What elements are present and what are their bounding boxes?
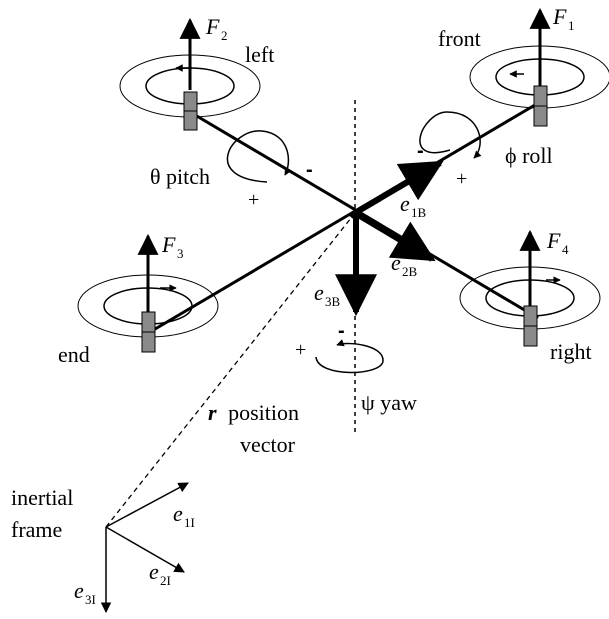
motor-front xyxy=(469,7,609,127)
inertial-frame-label-line2: frame xyxy=(11,517,62,542)
yaw-label: ψ yaw xyxy=(361,390,417,415)
left-motor-label: left xyxy=(245,42,274,67)
force-f1-subscript: 1 xyxy=(568,18,575,33)
right-motor-label: right xyxy=(550,339,592,364)
roll-plus-sign: + xyxy=(456,168,467,190)
e2I-subscript: 2I xyxy=(160,573,171,588)
arm-end-front xyxy=(149,100,541,334)
end-motor-label: end xyxy=(58,342,90,367)
e2I-axis-arrow xyxy=(105,526,185,573)
e1I-label: e xyxy=(173,501,183,526)
motor-end xyxy=(77,233,219,353)
vector-word: vector xyxy=(240,432,296,457)
e2B-subscript: 2B xyxy=(402,264,418,279)
force-f1-label: F xyxy=(552,4,567,29)
force-f4-label: F xyxy=(546,228,561,253)
pitch-plus-sign: + xyxy=(248,189,259,211)
position-vector-symbol: r xyxy=(208,400,217,425)
e3I-subscript: 3I xyxy=(85,592,96,607)
e1I-subscript: 1I xyxy=(184,515,195,530)
inertial-frame-label-line1: inertial xyxy=(11,485,73,510)
yaw-rotation-arrow xyxy=(315,339,384,374)
e1B-subscript: 1B xyxy=(411,205,427,220)
motor-right xyxy=(459,229,601,347)
force-f3-subscript: 3 xyxy=(177,246,184,261)
force-f3-label: F xyxy=(161,232,176,257)
pitch-rotation-arrow xyxy=(226,130,292,183)
front-motor-label: front xyxy=(438,26,481,51)
roll-rotation-arrow xyxy=(419,111,482,159)
e2B-axis-arrow xyxy=(353,210,436,262)
roll-minus-sign: - xyxy=(417,140,424,162)
force-f2-label: F xyxy=(205,14,220,39)
force-f2-subscript: 2 xyxy=(221,28,228,43)
yaw-plus-sign: + xyxy=(295,339,306,361)
force-f4-subscript: 4 xyxy=(562,242,569,257)
e1B-label: e xyxy=(400,191,410,216)
e2B-label: e xyxy=(391,250,401,275)
position-word: position xyxy=(228,400,299,425)
e1B-axis-arrow xyxy=(353,160,444,216)
yaw-minus-sign: - xyxy=(338,320,345,342)
e2I-label: e xyxy=(149,559,159,584)
e1I-axis-arrow xyxy=(105,482,189,528)
position-vector-line xyxy=(105,212,356,528)
e3B-subscript: 3B xyxy=(325,294,341,309)
e3B-label: e xyxy=(314,280,324,305)
roll-label: ϕ roll xyxy=(505,143,553,168)
position-vector-label: r position xyxy=(208,400,299,425)
pitch-label: θ pitch xyxy=(150,164,210,189)
e3I-label: e xyxy=(74,578,84,603)
motor-left xyxy=(119,17,261,131)
pitch-minus-sign: - xyxy=(306,159,313,181)
